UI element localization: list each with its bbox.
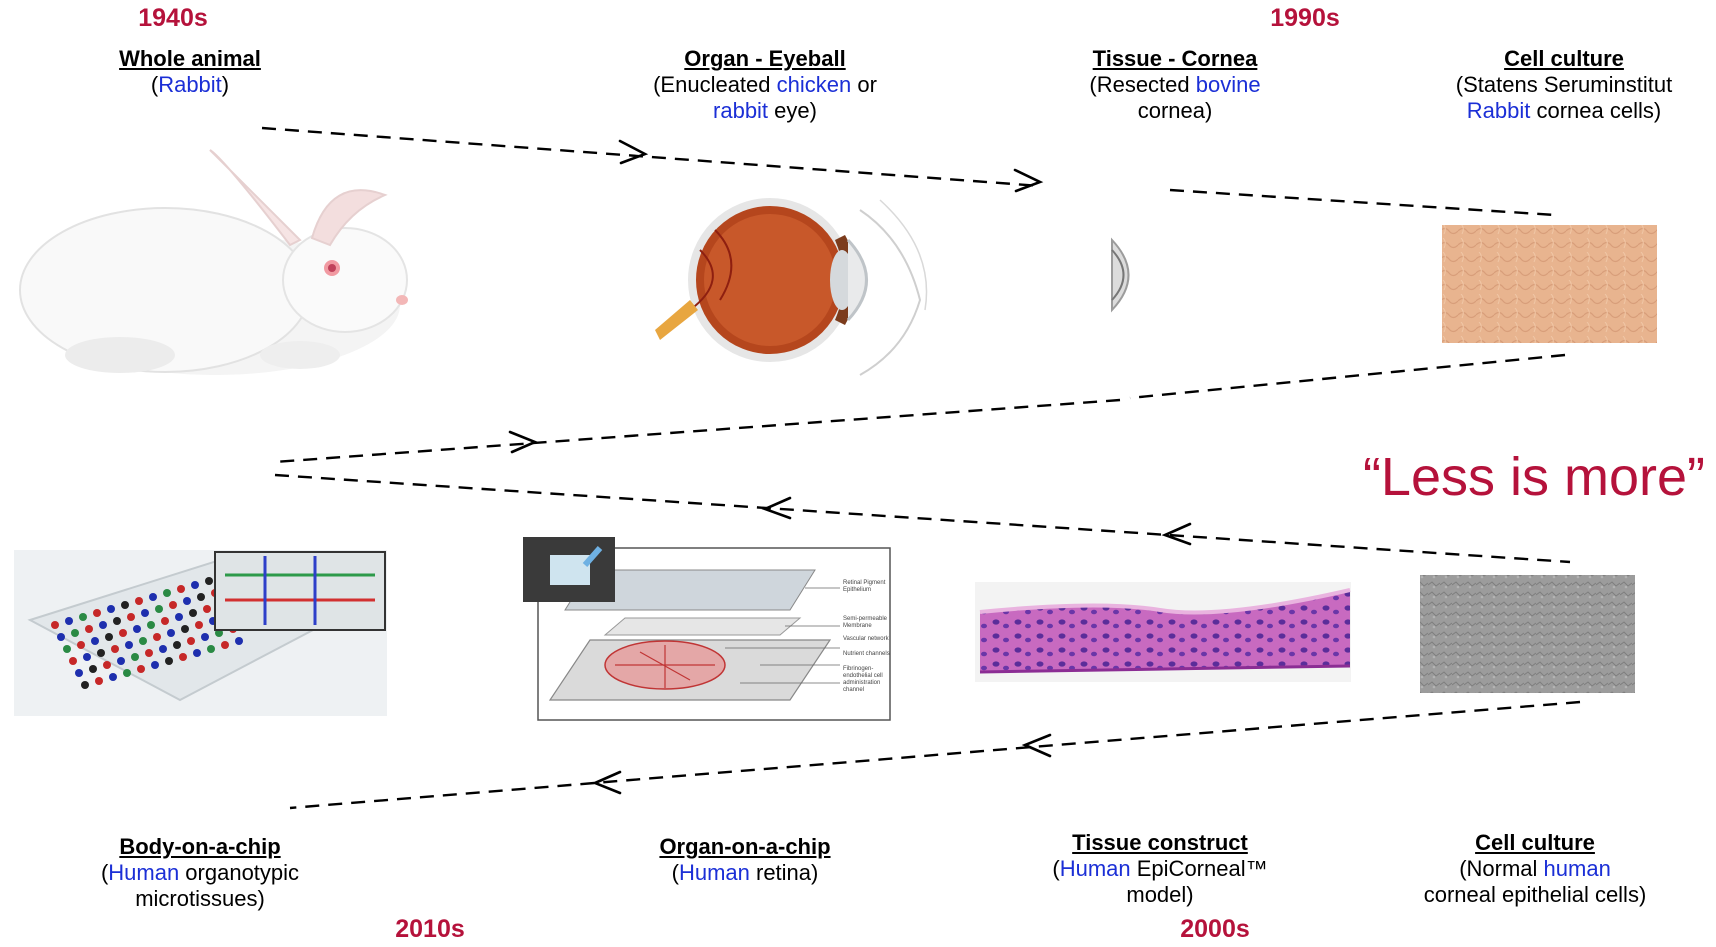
plate-well (95, 677, 103, 685)
plate-well (91, 637, 99, 645)
plate-well (123, 669, 131, 677)
arrow-path-return-a (1130, 355, 1565, 398)
plate-well (79, 613, 87, 621)
plate-well (155, 605, 163, 613)
plate-well (203, 605, 211, 613)
plate-well (113, 617, 121, 625)
plate-well (167, 629, 175, 637)
plate-well (151, 661, 159, 669)
plate-well (97, 649, 105, 657)
arrowhead (620, 141, 645, 163)
plate-well (175, 613, 183, 621)
plate-well (163, 589, 171, 597)
plate-well (121, 601, 129, 609)
plate-well (93, 609, 101, 617)
plate-well (169, 601, 177, 609)
plate-well (137, 665, 145, 673)
plate-well (65, 617, 73, 625)
plate-well (181, 625, 189, 633)
plate-well (125, 641, 133, 649)
rabbit-illustration (20, 150, 408, 375)
plate-well (119, 629, 127, 637)
plate-well (131, 653, 139, 661)
plate-well (109, 673, 117, 681)
organ-on-chip-schematic (523, 537, 890, 720)
plate-well (69, 657, 77, 665)
plate-well (153, 633, 161, 641)
chip-label: Nutrient channels (843, 651, 891, 658)
chip-label-list: Retinal Pigment Epithelium Semi-permeabl… (843, 580, 891, 694)
chip-label: Fibrinogen-endothelial cell administrati… (843, 666, 891, 694)
plate-well (51, 621, 59, 629)
plate-well (117, 657, 125, 665)
plate-well (83, 653, 91, 661)
plate-well (161, 617, 169, 625)
rabbit-cell-culture-image (1442, 225, 1657, 343)
timeline-arrows (262, 128, 1580, 808)
plate-well (141, 609, 149, 617)
arrowhead (1165, 524, 1190, 544)
plate-well (187, 637, 195, 645)
plate-well (57, 633, 65, 641)
plate-well (75, 669, 83, 677)
arrow-path-return-b (275, 400, 1120, 462)
plate-well (177, 585, 185, 593)
plate-well (103, 661, 111, 669)
plate-well (149, 593, 157, 601)
plate-well (63, 645, 71, 653)
arrow-path-top-b (1170, 190, 1555, 215)
plate-well (139, 637, 147, 645)
plate-well (89, 665, 97, 673)
arrowhead (510, 432, 535, 452)
plate-well (105, 633, 113, 641)
plate-well (99, 621, 107, 629)
plate-well (159, 645, 167, 653)
human-cell-culture-image (1420, 575, 1635, 693)
plate-well (195, 621, 203, 629)
plate-well (197, 593, 205, 601)
plate-well (207, 645, 215, 653)
plate-well (85, 625, 93, 633)
cornea-illustration (1112, 240, 1129, 310)
plate-well (71, 629, 79, 637)
plate-well (201, 633, 209, 641)
plate-well (221, 641, 229, 649)
plate-well (111, 645, 119, 653)
plate-well (77, 641, 85, 649)
plate-well (183, 597, 191, 605)
plate-well (205, 577, 213, 585)
plate-well (235, 637, 243, 645)
eyeball-illustration (655, 200, 927, 375)
plate-well (165, 657, 173, 665)
chip-label: Retinal Pigment Epithelium (843, 580, 891, 594)
plate-well (135, 597, 143, 605)
plate-well (147, 621, 155, 629)
arrowhead (765, 498, 790, 518)
plate-well (145, 649, 153, 657)
arrowhead (1015, 170, 1040, 191)
arrow-path-bottom (290, 702, 1580, 808)
plate-well (191, 581, 199, 589)
chip-label: Semi-permeable Membrane (843, 616, 891, 630)
tissue-construct-histology-image (975, 582, 1351, 682)
plate-well (127, 613, 135, 621)
body-on-chip-plate-image (14, 550, 387, 716)
plate-well (81, 681, 89, 689)
plate-well (173, 641, 181, 649)
plate-well (193, 649, 201, 657)
plate-well (179, 653, 187, 661)
arrow-path-middle (275, 475, 1570, 562)
arrow-path-top-a (262, 128, 1040, 186)
plate-well (189, 609, 197, 617)
plate-well (133, 625, 141, 633)
chip-label: Vascular network (843, 636, 891, 643)
plate-well (107, 605, 115, 613)
